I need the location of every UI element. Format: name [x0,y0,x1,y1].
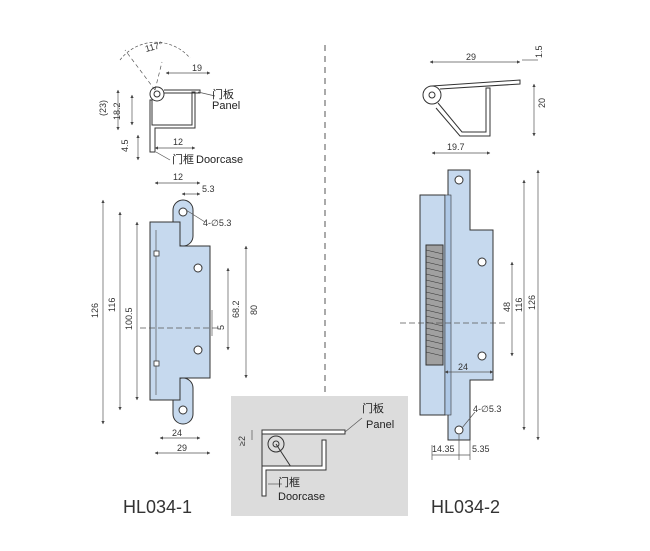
doorcase-label-en-top: Doorcase [196,154,243,166]
doorcase-label-cn-detail: 门框 [278,475,300,489]
angle-label: 117° [144,40,164,54]
dim-ge-2: ≥2 [237,436,247,446]
dim-14-35: 14.35 [432,444,455,454]
doorcase-label-en-detail: Doorcase [278,491,325,503]
dim-19: 19 [192,63,202,73]
mount-hole [454,175,464,185]
mount-hole [178,405,188,415]
dim-29-left: 29 [177,443,187,453]
mount-hole [477,351,487,361]
right-top-view: 29 1.5 20 19.7 [422,45,547,155]
hole-callout-right: 4-∅5.3 [473,404,501,414]
mount-hole [178,207,188,217]
dim-29-right: 29 [466,52,476,62]
panel-label-cn-detail: 门板 [362,401,384,415]
dim-5-35: 5.35 [472,444,490,454]
dim-126-right: 126 [527,295,537,310]
hole-callout-left: 4-∅5.3 [203,218,231,228]
dim-23: (23) [98,100,108,116]
mount-hole [454,425,464,435]
dim-5-3: 5.3 [202,184,215,194]
dim-12-front: 12 [173,172,183,182]
dim-116-left: 116 [107,298,117,312]
dim-48: 48 [502,302,512,312]
panel-label-cn-top: 门板 [212,87,234,101]
doorcase-label-cn-top: 门框 [172,152,194,166]
dim-68-2: 68.2 [231,300,241,318]
dim-18-2: 18.2 [112,102,122,120]
dim-20: 20 [537,98,547,108]
dim-1-5: 1.5 [534,45,544,58]
dim-100-5: 100.5 [124,307,134,330]
dim-19-7: 19.7 [447,142,465,152]
dim-12-top: 12 [173,137,183,147]
dim-116-right: 116 [514,298,524,312]
panel-label-en-top: Panel [212,100,240,112]
mount-hole [193,263,203,273]
dim-126-left: 126 [90,303,100,318]
left-front-view: 12 5.3 4-∅5.3 126 116 100.5 68.2 80 [90,172,259,455]
model-label-left: HL034-1 [123,497,192,517]
mount-hole [193,345,203,355]
panel-label-en-detail: Panel [366,419,394,431]
dim-24-right: 24 [458,362,468,372]
dim-80: 80 [249,305,259,315]
right-front-view: 48 116 126 24 4-∅5.3 14.35 5.35 [400,169,540,460]
dim-24-left: 24 [172,428,182,438]
dim-4-5: 4.5 [120,139,130,152]
mount-hole [477,257,487,267]
left-top-view: 117° 19 门板 Panel (23) 18.2 12 4.5 门框 Doo… [98,40,243,166]
dim-5: 5 [216,325,226,330]
detail-view: ≥2 门板 Panel 门框 Doorcase [231,396,408,516]
model-label-right: HL034-2 [431,497,500,517]
